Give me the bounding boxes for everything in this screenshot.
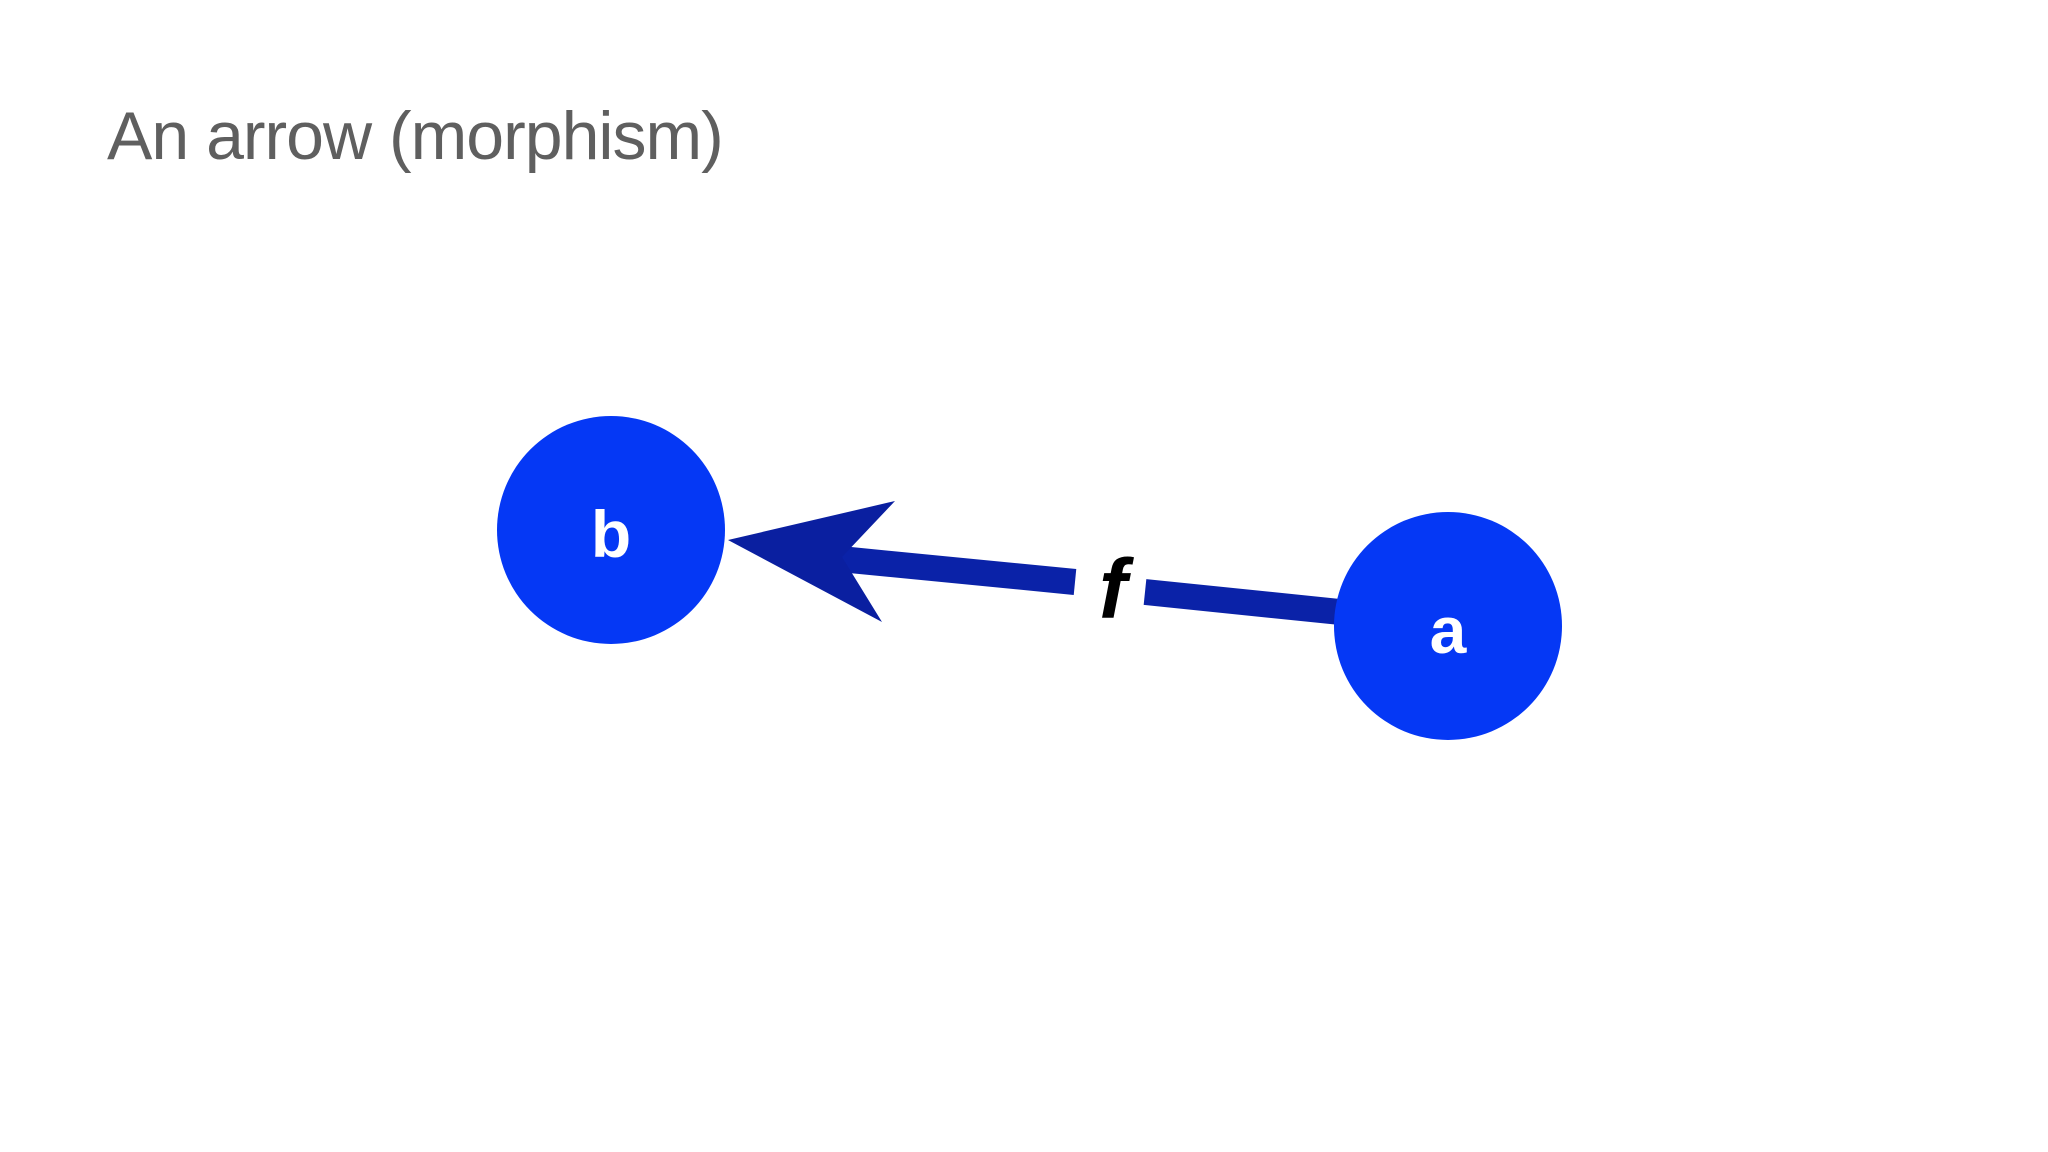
node-a-circle bbox=[1334, 512, 1562, 740]
node-b-circle bbox=[497, 416, 725, 644]
node-a-label: a bbox=[1430, 593, 1468, 667]
edge-f-label: f bbox=[1099, 542, 1134, 636]
node-b-label: b bbox=[591, 497, 631, 571]
node-b: b bbox=[497, 416, 725, 644]
edge-f-shaft-right bbox=[1143, 579, 1342, 625]
edge-f-arrowhead bbox=[728, 501, 895, 622]
edge-f-shaft-left bbox=[838, 546, 1077, 595]
node-a: a bbox=[1334, 512, 1562, 740]
slide-title: An arrow (morphism) bbox=[107, 98, 724, 174]
